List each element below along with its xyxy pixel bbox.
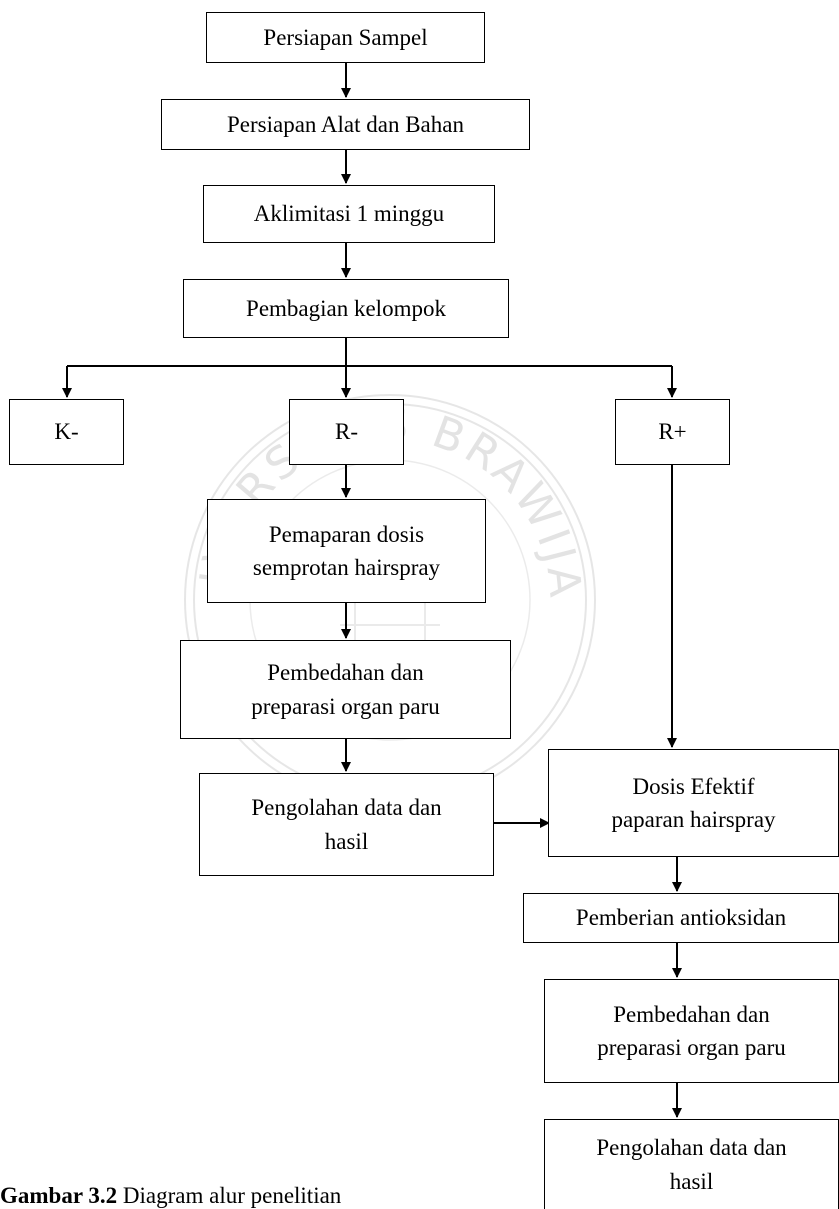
node-persiapan-alat: Persiapan Alat dan Bahan <box>161 99 530 150</box>
caption-text: Diagram alur penelitian <box>117 1183 342 1208</box>
node-pengolahan-2: Pengolahan data dan hasil <box>544 1119 839 1209</box>
node-label: R+ <box>658 419 687 445</box>
node-label-line: hasil <box>324 828 369 854</box>
node-label: Persiapan Sampel <box>263 24 428 50</box>
node-label: K- <box>54 419 79 445</box>
node-pengolahan-1: Pengolahan data dan hasil <box>199 773 494 876</box>
caption-label: Gambar 3.2 <box>0 1183 118 1208</box>
node-label: Pembagian kelompok <box>246 295 446 321</box>
node-pembedahan-2: Pembedahan dan preparasi organ paru <box>544 979 839 1083</box>
node-label: Aklimitasi 1 minggu <box>253 201 445 227</box>
node-label: Persiapan Alat dan Bahan <box>227 111 464 137</box>
node-label-line: preparasi organ paru <box>597 1035 786 1060</box>
node-k-minus: K- <box>9 399 124 465</box>
node-label-line: Dosis Efektif <box>632 773 755 799</box>
node-r-plus: R+ <box>615 399 730 465</box>
node-pemberian-antioksidan: Pemberian antioksidan <box>523 893 839 943</box>
node-pembagian-kelompok: Pembagian kelompok <box>183 279 509 338</box>
node-label-line: hasil <box>669 1168 714 1194</box>
node-label-line: semprotan hairspray <box>252 555 441 580</box>
node-r-minus: R- <box>289 399 404 465</box>
node-label: R- <box>335 419 358 445</box>
node-label-line: paparan hairspray <box>611 807 776 832</box>
node-aklimitasi: Aklimitasi 1 minggu <box>203 185 495 243</box>
node-label-line: Pemaparan dosis <box>268 521 425 547</box>
node-pemaparan: Pemaparan dosis semprotan hairspray <box>207 499 486 603</box>
figure-caption: Gambar 3.2 Diagram alur penelitian <box>0 1183 341 1209</box>
node-pembedahan-1: Pembedahan dan preparasi organ paru <box>180 640 511 739</box>
node-label: Pemberian antioksidan <box>575 905 787 931</box>
node-label-line: Pengolahan data dan <box>251 795 442 821</box>
node-label-line: Pembedahan dan <box>613 1001 770 1027</box>
node-label-line: preparasi organ paru <box>251 693 440 719</box>
node-dosis-efektif: Dosis Efektif paparan hairspray <box>548 749 839 857</box>
node-label-line: Pengolahan data dan <box>596 1135 787 1161</box>
node-label-line: Pembedahan dan <box>267 660 424 686</box>
node-persiapan-sampel: Persiapan Sampel <box>206 12 485 63</box>
